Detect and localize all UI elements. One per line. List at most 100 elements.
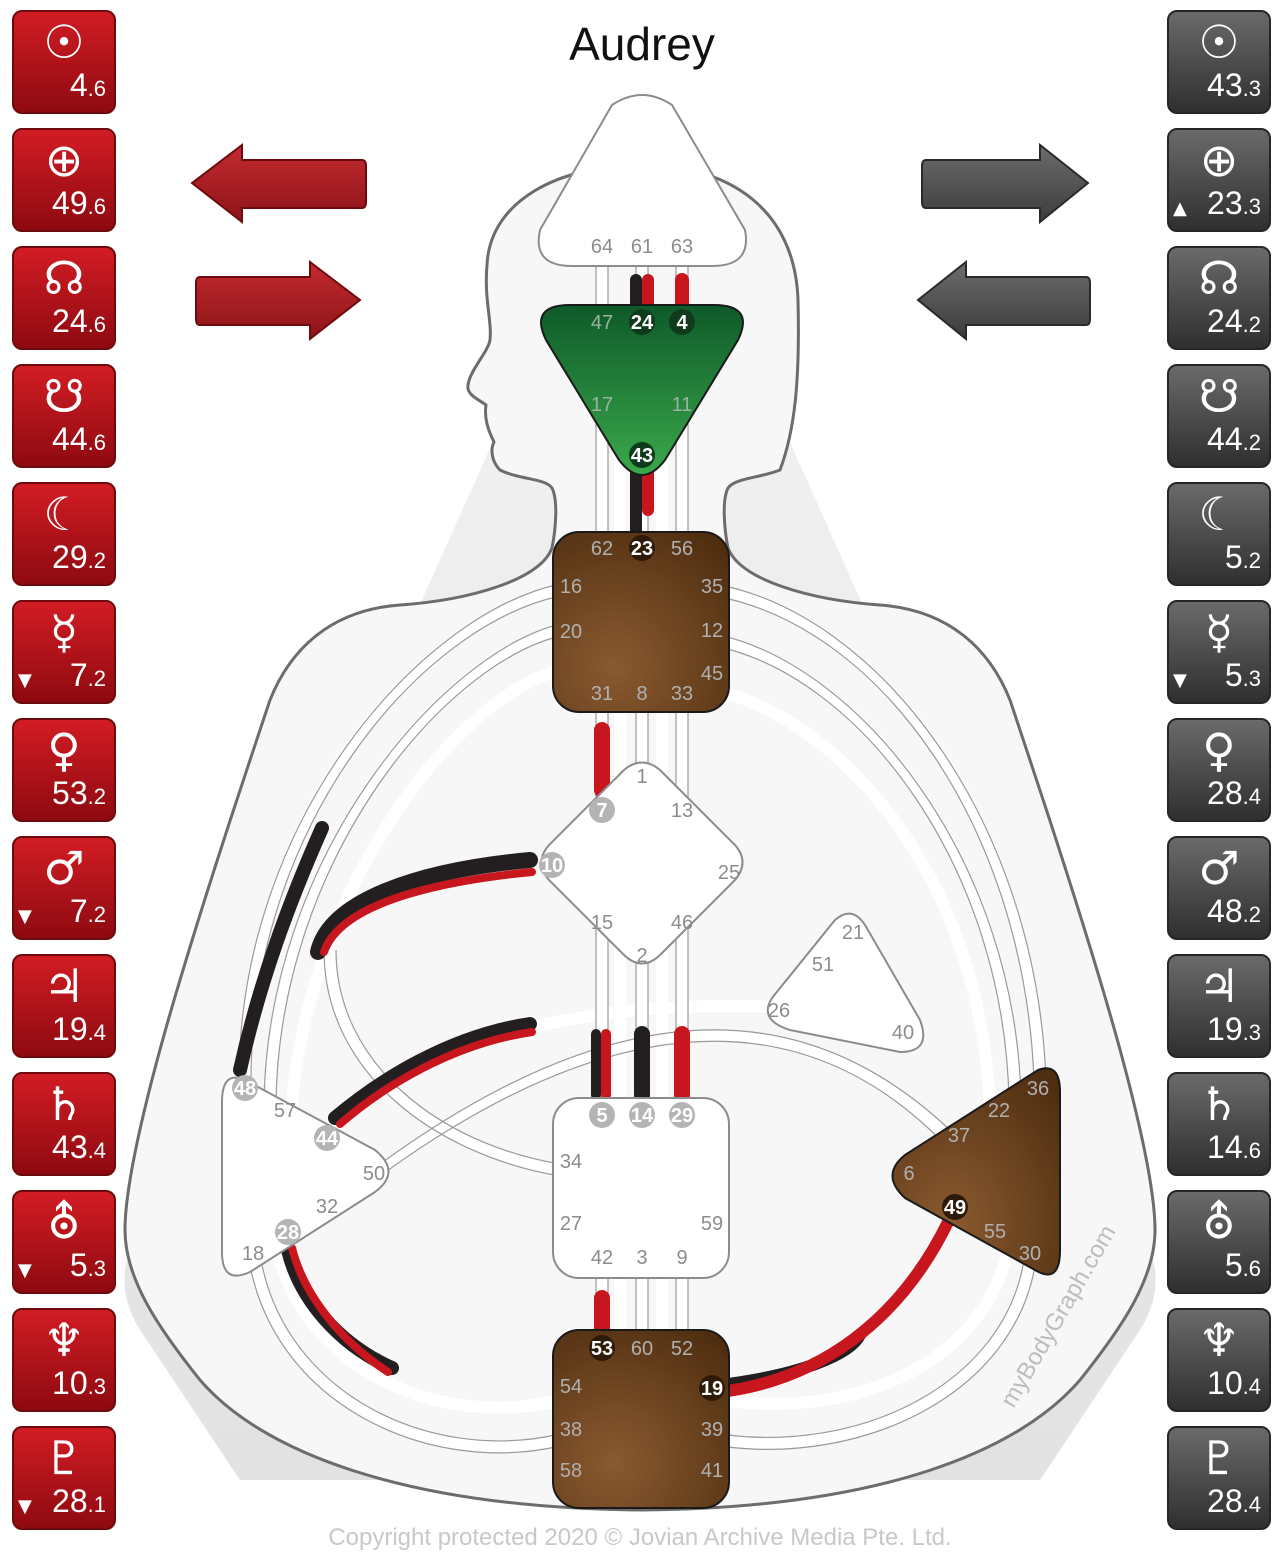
personality-jupiter-tile[interactable]: ♃ 19.3 xyxy=(1167,954,1271,1058)
gate-64: 64 xyxy=(591,236,613,258)
design-moon-tile[interactable]: ☾ 29.2 xyxy=(12,482,116,586)
gate-3: 3 xyxy=(636,1247,647,1269)
design-south-node-tile[interactable]: ☋ 44.6 xyxy=(12,364,116,468)
design-arrow-top-left xyxy=(190,142,367,225)
gate-48: 48 xyxy=(234,1078,256,1100)
personality-sun-tile[interactable]: ☉ 43.3 xyxy=(1167,10,1271,114)
gate-25: 25 xyxy=(718,862,740,884)
gate-62: 62 xyxy=(591,538,613,560)
line-number: 2 xyxy=(93,784,106,809)
gate-43: 43 xyxy=(631,445,653,467)
gate-20: 20 xyxy=(560,621,582,643)
moon-icon: ☾ xyxy=(1198,487,1240,541)
arrow-up-icon: ▲ xyxy=(1173,198,1187,219)
personality-venus-tile[interactable]: ♀ 28.4 xyxy=(1167,718,1271,822)
personality-north-node-tile[interactable]: ☊ 24.2 xyxy=(1167,246,1271,350)
gate-28: 28 xyxy=(277,1222,299,1244)
design-earth-tile[interactable]: ⊕ 49.6 xyxy=(12,128,116,232)
sun-icon: ☉ xyxy=(43,15,85,69)
pluto-icon: ♇ xyxy=(1198,1431,1240,1485)
gate-27: 27 xyxy=(560,1213,582,1235)
gate-number: 10 xyxy=(1207,1365,1243,1401)
gate-45: 45 xyxy=(701,663,723,685)
gate-number: 5 xyxy=(1224,657,1243,693)
gate-labels: 64 61 63 47 24 4 17 11 43 62 23 56 16 35… xyxy=(234,236,1049,1482)
root-center xyxy=(552,1329,730,1509)
personality-arrow-bottom-left xyxy=(916,259,1091,342)
line-number: 3 xyxy=(93,1256,106,1281)
design-north-node-tile[interactable]: ☊ 24.6 xyxy=(12,246,116,350)
line-number: 2 xyxy=(1248,548,1261,573)
gate-17: 17 xyxy=(591,394,613,416)
gate-49: 49 xyxy=(944,1197,966,1219)
line-number: 3 xyxy=(1248,76,1261,101)
gate-41: 41 xyxy=(701,1460,723,1482)
ajna-center xyxy=(540,304,744,476)
gate-35: 35 xyxy=(701,576,723,598)
gate-number: 19 xyxy=(52,1011,88,1047)
line-number: 6 xyxy=(93,194,106,219)
uranus-icon: ⛢ xyxy=(47,1195,81,1249)
line-number: 6 xyxy=(1248,1138,1261,1163)
south-node-icon: ☋ xyxy=(1198,369,1240,423)
gate-40: 40 xyxy=(892,1022,914,1044)
personality-pluto-tile[interactable]: ♇ 28.4 xyxy=(1167,1426,1271,1530)
gate-57: 57 xyxy=(274,1100,296,1122)
personality-uranus-tile[interactable]: ⛢ 5.6 xyxy=(1167,1190,1271,1294)
gate-15: 15 xyxy=(591,912,613,934)
jupiter-icon: ♃ xyxy=(43,959,85,1013)
design-uranus-tile[interactable]: ⛢ ▼ 5.3 xyxy=(12,1190,116,1294)
gate-1: 1 xyxy=(636,766,647,788)
gate-number: 28 xyxy=(1207,1483,1243,1519)
design-neptune-tile[interactable]: ♆ 10.3 xyxy=(12,1308,116,1412)
gate-8: 8 xyxy=(636,683,647,705)
gate-2: 2 xyxy=(636,945,647,967)
gate-14: 14 xyxy=(631,1105,654,1127)
neptune-icon: ♆ xyxy=(43,1313,85,1367)
gate-33: 33 xyxy=(671,683,693,705)
design-mercury-tile[interactable]: ☿ ▼ 7.2 xyxy=(12,600,116,704)
gate-7: 7 xyxy=(596,800,607,822)
design-saturn-tile[interactable]: ♄ 43.4 xyxy=(12,1072,116,1176)
gate-number: 44 xyxy=(1207,421,1243,457)
arrow-down-icon: ▼ xyxy=(1173,670,1187,691)
personality-neptune-tile[interactable]: ♆ 10.4 xyxy=(1167,1308,1271,1412)
mars-icon: ♂ xyxy=(1198,841,1240,895)
personality-south-node-tile[interactable]: ☋ 44.2 xyxy=(1167,364,1271,468)
gate-number: 43 xyxy=(52,1129,88,1165)
gate-51: 51 xyxy=(812,954,834,976)
venus-icon: ♀ xyxy=(47,723,81,777)
saturn-icon: ♄ xyxy=(43,1077,85,1131)
gate-number: 29 xyxy=(52,539,88,575)
gate-9: 9 xyxy=(676,1247,687,1269)
personality-earth-tile[interactable]: ⊕ ▲ 23.3 xyxy=(1167,128,1271,232)
neptune-icon: ♆ xyxy=(1198,1313,1240,1367)
personality-moon-tile[interactable]: ☾ 5.2 xyxy=(1167,482,1271,586)
design-sun-tile[interactable]: ☉ 4.6 xyxy=(12,10,116,114)
heart-center xyxy=(766,912,925,1054)
gate-number: 4 xyxy=(69,67,88,103)
gate-10: 10 xyxy=(541,855,563,877)
gate-58: 58 xyxy=(560,1460,582,1482)
gate-6: 6 xyxy=(903,1163,914,1185)
design-pluto-tile[interactable]: ♇ ▼ 28.1 xyxy=(12,1426,116,1530)
gate-number: 24 xyxy=(1207,303,1243,339)
uranus-icon: ⛢ xyxy=(1202,1195,1236,1249)
personality-arrow-top-right xyxy=(921,142,1090,225)
gate-36: 36 xyxy=(1027,1078,1049,1100)
line-number: 3 xyxy=(93,1374,106,1399)
personality-mercury-tile[interactable]: ☿ ▼ 5.3 xyxy=(1167,600,1271,704)
design-venus-tile[interactable]: ♀ 53.2 xyxy=(12,718,116,822)
sun-icon: ☉ xyxy=(1198,15,1240,69)
gate-61: 61 xyxy=(631,236,653,258)
line-number: 3 xyxy=(1248,666,1261,691)
earth-icon: ⊕ xyxy=(44,133,84,187)
line-number: 3 xyxy=(1248,194,1261,219)
personality-saturn-tile[interactable]: ♄ 14.6 xyxy=(1167,1072,1271,1176)
pluto-icon: ♇ xyxy=(43,1431,85,1485)
design-mars-tile[interactable]: ♂ ▼ 7.2 xyxy=(12,836,116,940)
personality-mars-tile[interactable]: ♂ 48.2 xyxy=(1167,836,1271,940)
gate-number: 19 xyxy=(1207,1011,1243,1047)
design-jupiter-tile[interactable]: ♃ 19.4 xyxy=(12,954,116,1058)
gate-23: 23 xyxy=(631,538,653,560)
